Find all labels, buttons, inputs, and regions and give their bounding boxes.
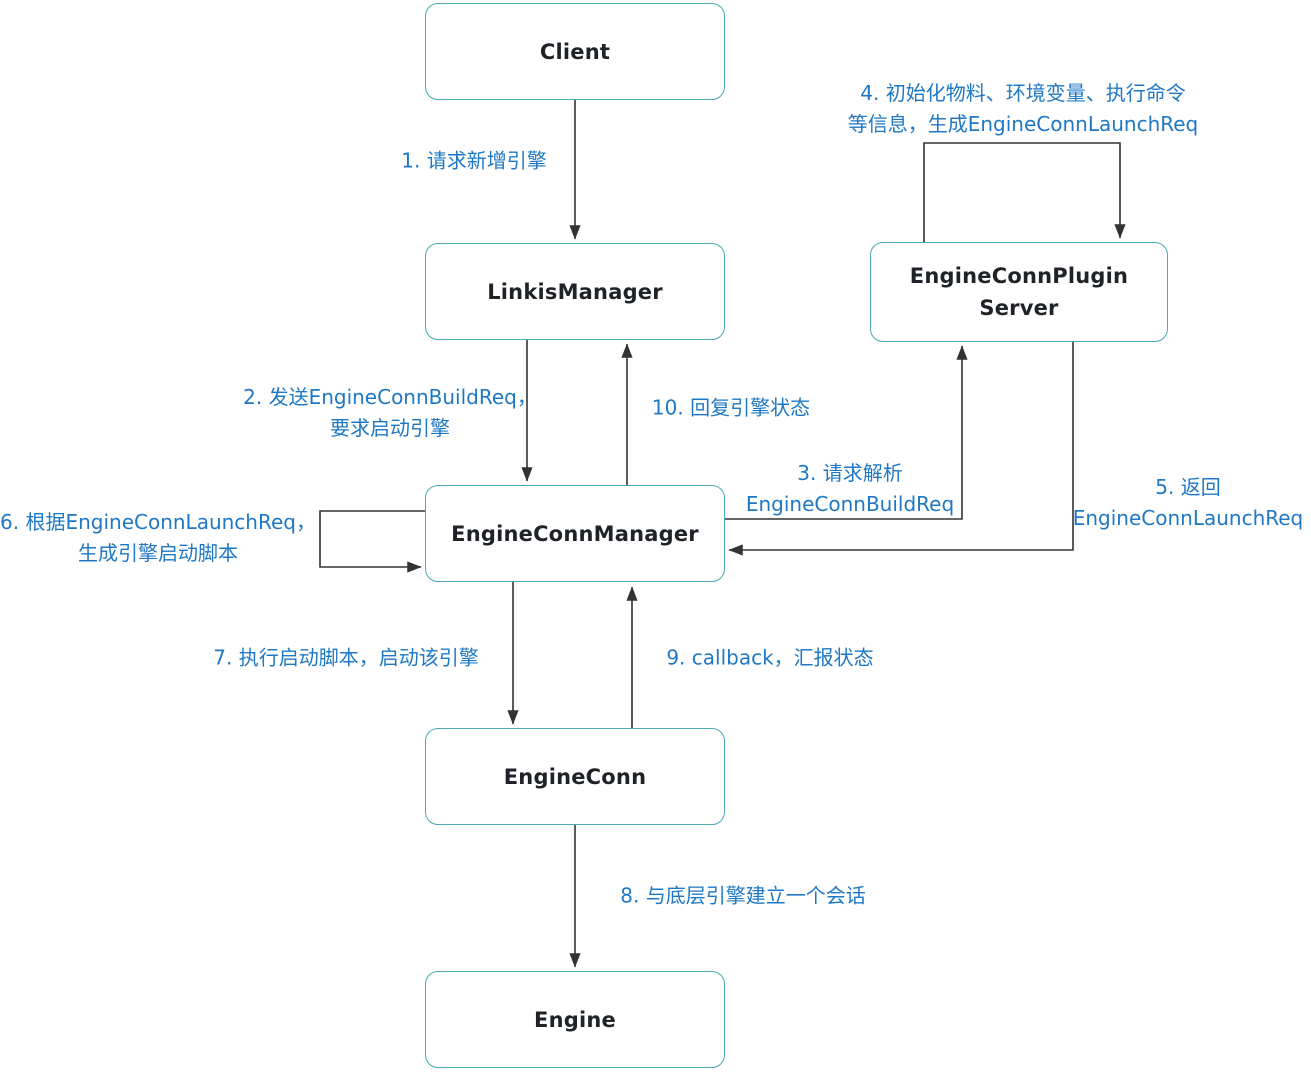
edge-step-4 [923,142,1126,242]
node-engine-conn-manager: EngineConnManager [425,485,725,582]
edge-label-step-4-line: 等信息，生成EngineConnLaunchReq [847,112,1199,136]
edge-label-step-2-line: 要求启动引擎 [330,416,450,440]
edge-label-step-2: 2. 发送EngineConnBuildReq， 要求启动引擎 [243,382,537,444]
edge-label-step-4-line: 4. 初始化物料、环境变量、执行命令 [860,81,1186,105]
edge-label-step-9: 9. callback，汇报状态 [666,643,873,674]
edge-label-step-1: 1. 请求新增引擎 [401,146,546,177]
node-engine-conn-plugin-server-label: EngineConnPlugin [909,264,1129,288]
edge-step-6 [319,510,425,573]
node-client: Client [425,3,725,100]
edge-label-step-7: 7. 执行启动脚本，启动该引擎 [213,643,478,674]
edge-label-step-2-line: 2. 发送EngineConnBuildReq， [243,385,537,409]
edge-label-step-5-line: EngineConnLaunchReq [1072,506,1304,530]
edge-label-step-7-line: 7. 执行启动脚本，启动该引擎 [213,645,479,670]
edge-label-step-3-line: 3. 请求解析 [797,461,903,485]
edge-step-3 [725,345,968,520]
node-engine-conn-manager-label: EngineConnManager [451,521,699,546]
edge-label-step-10: 10. 回复引擎状态 [652,393,810,424]
node-linkis-manager-label: LinkisManager [487,279,663,304]
edge-label-step-5-line: 5. 返回 [1155,475,1221,499]
node-engine-conn-plugin-server-label: Server [979,296,1059,320]
edge-label-step-5: 5. 返回 EngineConnLaunchReq [1073,472,1304,534]
node-engine: Engine [425,971,725,1068]
edge-label-step-8: 8. 与底层引擎建立一个会话 [620,881,865,912]
edge-label-step-9-line: 9. callback，汇报状态 [666,645,874,670]
node-engine-label: Engine [534,1007,616,1032]
edge-label-step-6-line: 6. 根据EngineConnLaunchReq， [0,510,316,534]
node-linkis-manager: LinkisManager [425,243,725,340]
edge-label-step-6-line: 生成引擎启动脚本 [78,541,238,565]
edge-label-step-10-line: 10. 回复引擎状态 [651,395,811,420]
edge-label-step-8-line: 8. 与底层引擎建立一个会话 [620,883,866,908]
edge-label-step-3: 3. 请求解析 EngineConnBuildReq [746,458,954,520]
edge-label-step-6: 6. 根据EngineConnLaunchReq， 生成引擎启动脚本 [0,507,316,569]
edge-step-5 [728,342,1074,556]
edge-label-step-4: 4. 初始化物料、环境变量、执行命令等信息，生成EngineConnLaunch… [848,78,1199,140]
node-engine-conn-label: EngineConn [503,764,647,789]
node-client-label: Client [539,39,611,64]
edge-label-step-3-line: EngineConnBuildReq [745,492,955,516]
edge-label-step-1-line: 1. 请求新增引擎 [401,148,547,173]
node-engine-conn: EngineConn [425,728,725,825]
